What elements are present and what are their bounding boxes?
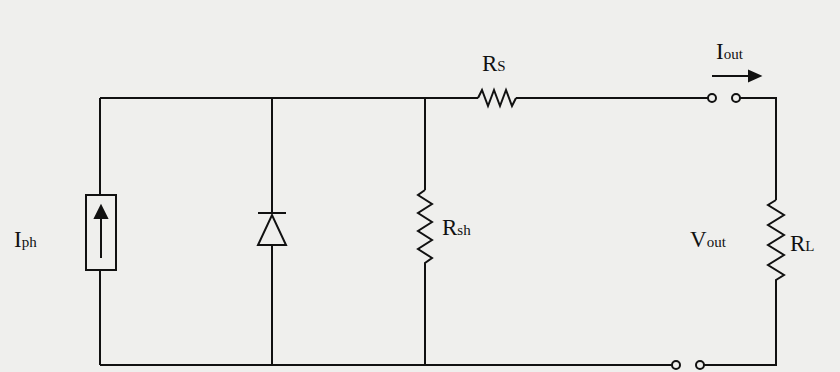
wire xyxy=(424,270,426,365)
wire xyxy=(516,97,708,99)
shunt-resistor-symbol xyxy=(418,190,432,270)
current-arrowhead xyxy=(749,71,760,81)
resistor-label: RS xyxy=(482,52,506,75)
wire xyxy=(424,98,426,190)
source-arrowhead xyxy=(95,206,107,218)
current-label: Iout xyxy=(716,40,743,63)
terminal xyxy=(696,361,704,369)
wire xyxy=(100,97,478,99)
terminal xyxy=(708,94,716,102)
voltage-label: Vout xyxy=(690,228,726,251)
current-source-symbol xyxy=(86,195,116,270)
wire xyxy=(100,364,672,366)
wire xyxy=(704,290,776,365)
load-resistor-symbol xyxy=(768,200,784,290)
diode-symbol xyxy=(258,213,286,245)
series-resistor-symbol xyxy=(478,90,516,106)
current-arrow xyxy=(712,75,752,77)
terminal xyxy=(732,94,740,102)
wire xyxy=(99,98,101,365)
resistor-label: RL xyxy=(790,232,815,255)
wire xyxy=(740,98,776,200)
terminal xyxy=(672,361,680,369)
wire xyxy=(271,98,273,365)
resistor-label: Rsh xyxy=(442,216,471,239)
current-label: Iph xyxy=(14,228,37,251)
